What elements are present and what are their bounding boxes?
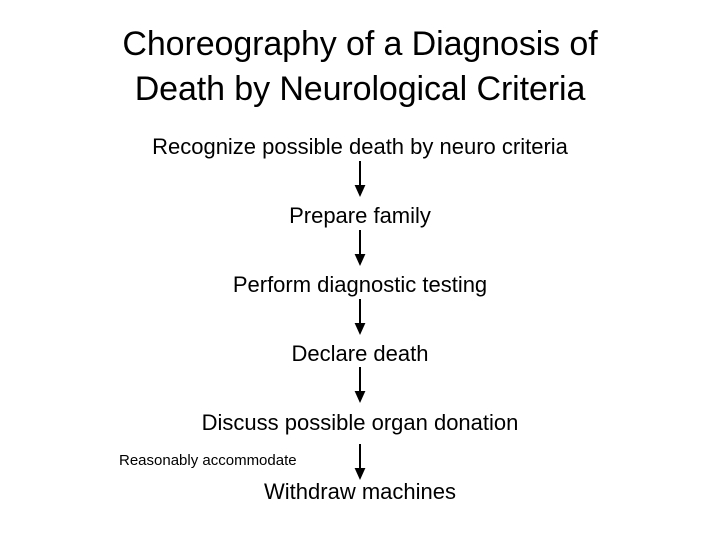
page-title: Choreography of a Diagnosis of Death by … (0, 22, 720, 112)
page-title-line-2: Death by Neurological Criteria (134, 70, 586, 108)
flow-step-reasonably-accommodate: Reasonably accommodate (119, 452, 297, 469)
flow-step-withdraw-machines: Withdraw machines (264, 479, 456, 504)
arrow-discuss-to-withdraw (351, 444, 369, 480)
arrow-perform-to-declare (351, 299, 369, 335)
flow-step-discuss-donation: Discuss possible organ donation (201, 410, 519, 435)
page-title-line-1: Choreography of a Diagnosis of (122, 25, 598, 63)
flow-step-prepare-family: Prepare family (289, 203, 431, 228)
flow-step-declare-death: Declare death (291, 341, 429, 366)
arrow-recognize-to-prepare (351, 161, 369, 197)
arrow-declare-to-discuss (351, 367, 369, 403)
arrow-prepare-to-perform (351, 230, 369, 266)
flow-step-perform-testing: Perform diagnostic testing (232, 272, 488, 297)
flow-step-recognize: Recognize possible death by neuro criter… (152, 134, 568, 159)
